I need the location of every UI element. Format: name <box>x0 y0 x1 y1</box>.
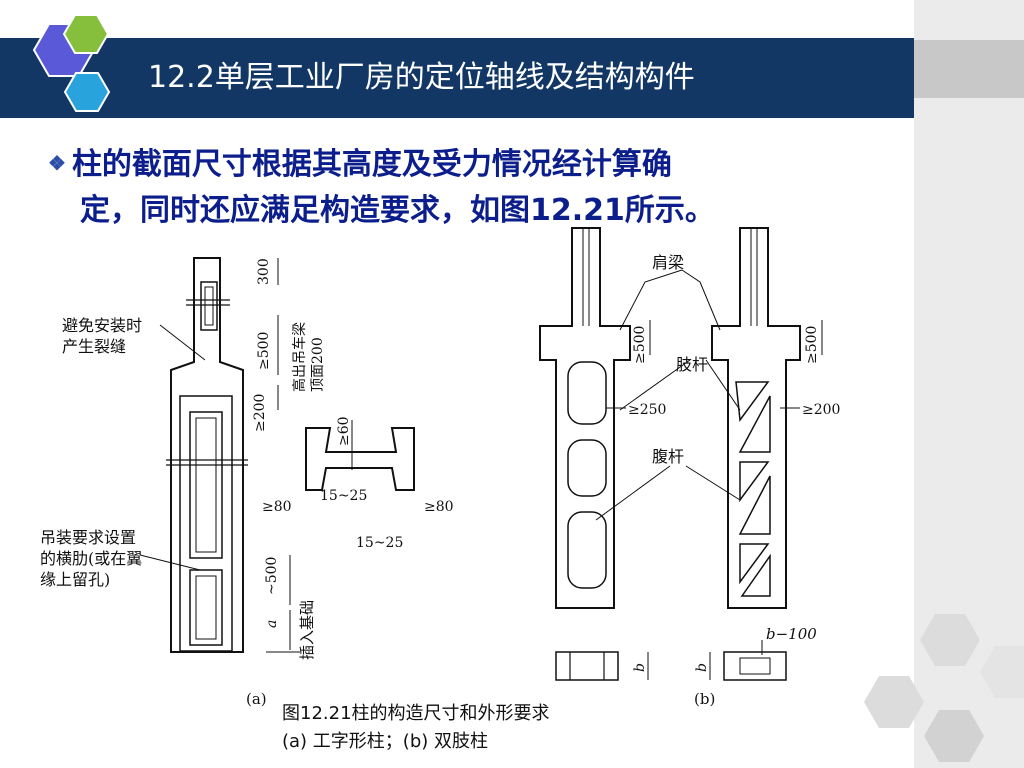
figure-a-dim-80-right: ≥80 <box>424 499 454 515</box>
figure-a-note-rib-2: 的横肋(或在翼 <box>40 549 142 568</box>
caption-line-1: 图12.21柱的构造尺寸和外形要求 <box>282 703 550 724</box>
figure-a-dim-80-left: ≥80 <box>262 499 292 515</box>
figure-a-dim-500: ≥500 <box>256 332 272 370</box>
figure-b-note-web: 腹杆 <box>652 447 684 466</box>
figure-a-dim-a: a <box>264 620 280 628</box>
figure-b-dim-b100: b−100 <box>766 625 817 643</box>
figure-b-dim-250: ≥250 <box>628 402 666 418</box>
hexagon-cyan-icon <box>63 72 111 112</box>
figure-a-dim-300: 300 <box>256 258 272 285</box>
figure-b-dim-500-left: ≥500 <box>632 326 648 364</box>
figure-a-note-beam-1: 高出吊车梁 <box>291 322 308 392</box>
figure-a-note-rib-3: 缘上留孔) <box>40 570 110 589</box>
figure-a-dim-500-lower: ~500 <box>264 557 280 595</box>
figure-a-dim-200: ≥200 <box>252 394 268 432</box>
hexagon-green-icon <box>62 14 110 54</box>
body-line-2-pre: 定，同时还应满足构造要求，如图 <box>80 193 530 228</box>
figure-caption: 图12.21柱的构造尺寸和外形要求 (a) 工字形柱；(b) 双肢柱 <box>282 700 550 756</box>
figure-b-note-limb: 肢杆 <box>676 355 708 374</box>
title-bar <box>0 38 914 118</box>
figure-b-label: (b) <box>694 690 715 708</box>
figure-b-dim-b-left: b <box>632 663 648 672</box>
hexagon-gray-icon <box>920 614 980 666</box>
figure-b-dim-200: ≥200 <box>802 402 840 418</box>
i-section-profile <box>305 427 415 491</box>
diamond-bullet-icon: ❖ <box>48 151 66 175</box>
figure-a-note-foundation: 插入基础 <box>298 600 316 660</box>
hexagon-logo <box>32 14 111 112</box>
slide-title: 12.2单层工业厂房的定位轴线及结构构件 <box>148 60 695 95</box>
figure-a-drawing <box>139 257 300 653</box>
body-line-2: 定，同时还应满足构造要求，如图12.21所示。 <box>48 188 908 234</box>
hexagon-gray-icon <box>924 710 984 762</box>
figure-b-drawing <box>539 227 823 681</box>
body-line-2-post: 所示。 <box>624 193 715 228</box>
hexagon-gray-icon <box>980 646 1024 698</box>
figure-a-note-rib-1: 吊装要求设置 <box>40 528 136 547</box>
body-text: ❖柱的截面尺寸根据其高度及受力情况经计算确 定，同时还应满足构造要求，如图12.… <box>48 140 908 234</box>
figure-b-dim-b-right: b <box>694 663 710 672</box>
hexagon-gray-icon <box>864 676 924 728</box>
figure-a-note-beam-2: 顶面200 <box>310 337 326 392</box>
figure-a-label: (a) <box>246 690 267 708</box>
figure-a-note-crack-1: 避免安装时 <box>62 316 142 335</box>
body-line-1-text: 柱的截面尺寸根据其高度及受力情况经计算确 <box>71 147 672 182</box>
caption-line-2: (a) 工字形柱；(b) 双肢柱 <box>282 731 488 752</box>
figure-b-note-shoulder-beam: 肩梁 <box>652 253 684 272</box>
figure-12-21: 避免安装时 产生裂缝 吊装要求设置 的横肋(或在翼 缘上留孔) 300 ≥500… <box>40 227 840 708</box>
figure-a-dim-60: ≥60 <box>336 416 352 446</box>
body-line-1: ❖柱的截面尺寸根据其高度及受力情况经计算确 <box>48 140 908 188</box>
figure-a-dim-15-25-bottom: 15~25 <box>356 535 403 551</box>
figure-b-dim-500-right: ≥500 <box>804 326 820 364</box>
figure-a-note-crack-2: 产生裂缝 <box>62 337 126 356</box>
title-bar-gray-end <box>914 40 1024 98</box>
figure-reference: 12.21 <box>530 193 625 228</box>
figure-a-dim-15-25-top: 15~25 <box>320 488 367 504</box>
